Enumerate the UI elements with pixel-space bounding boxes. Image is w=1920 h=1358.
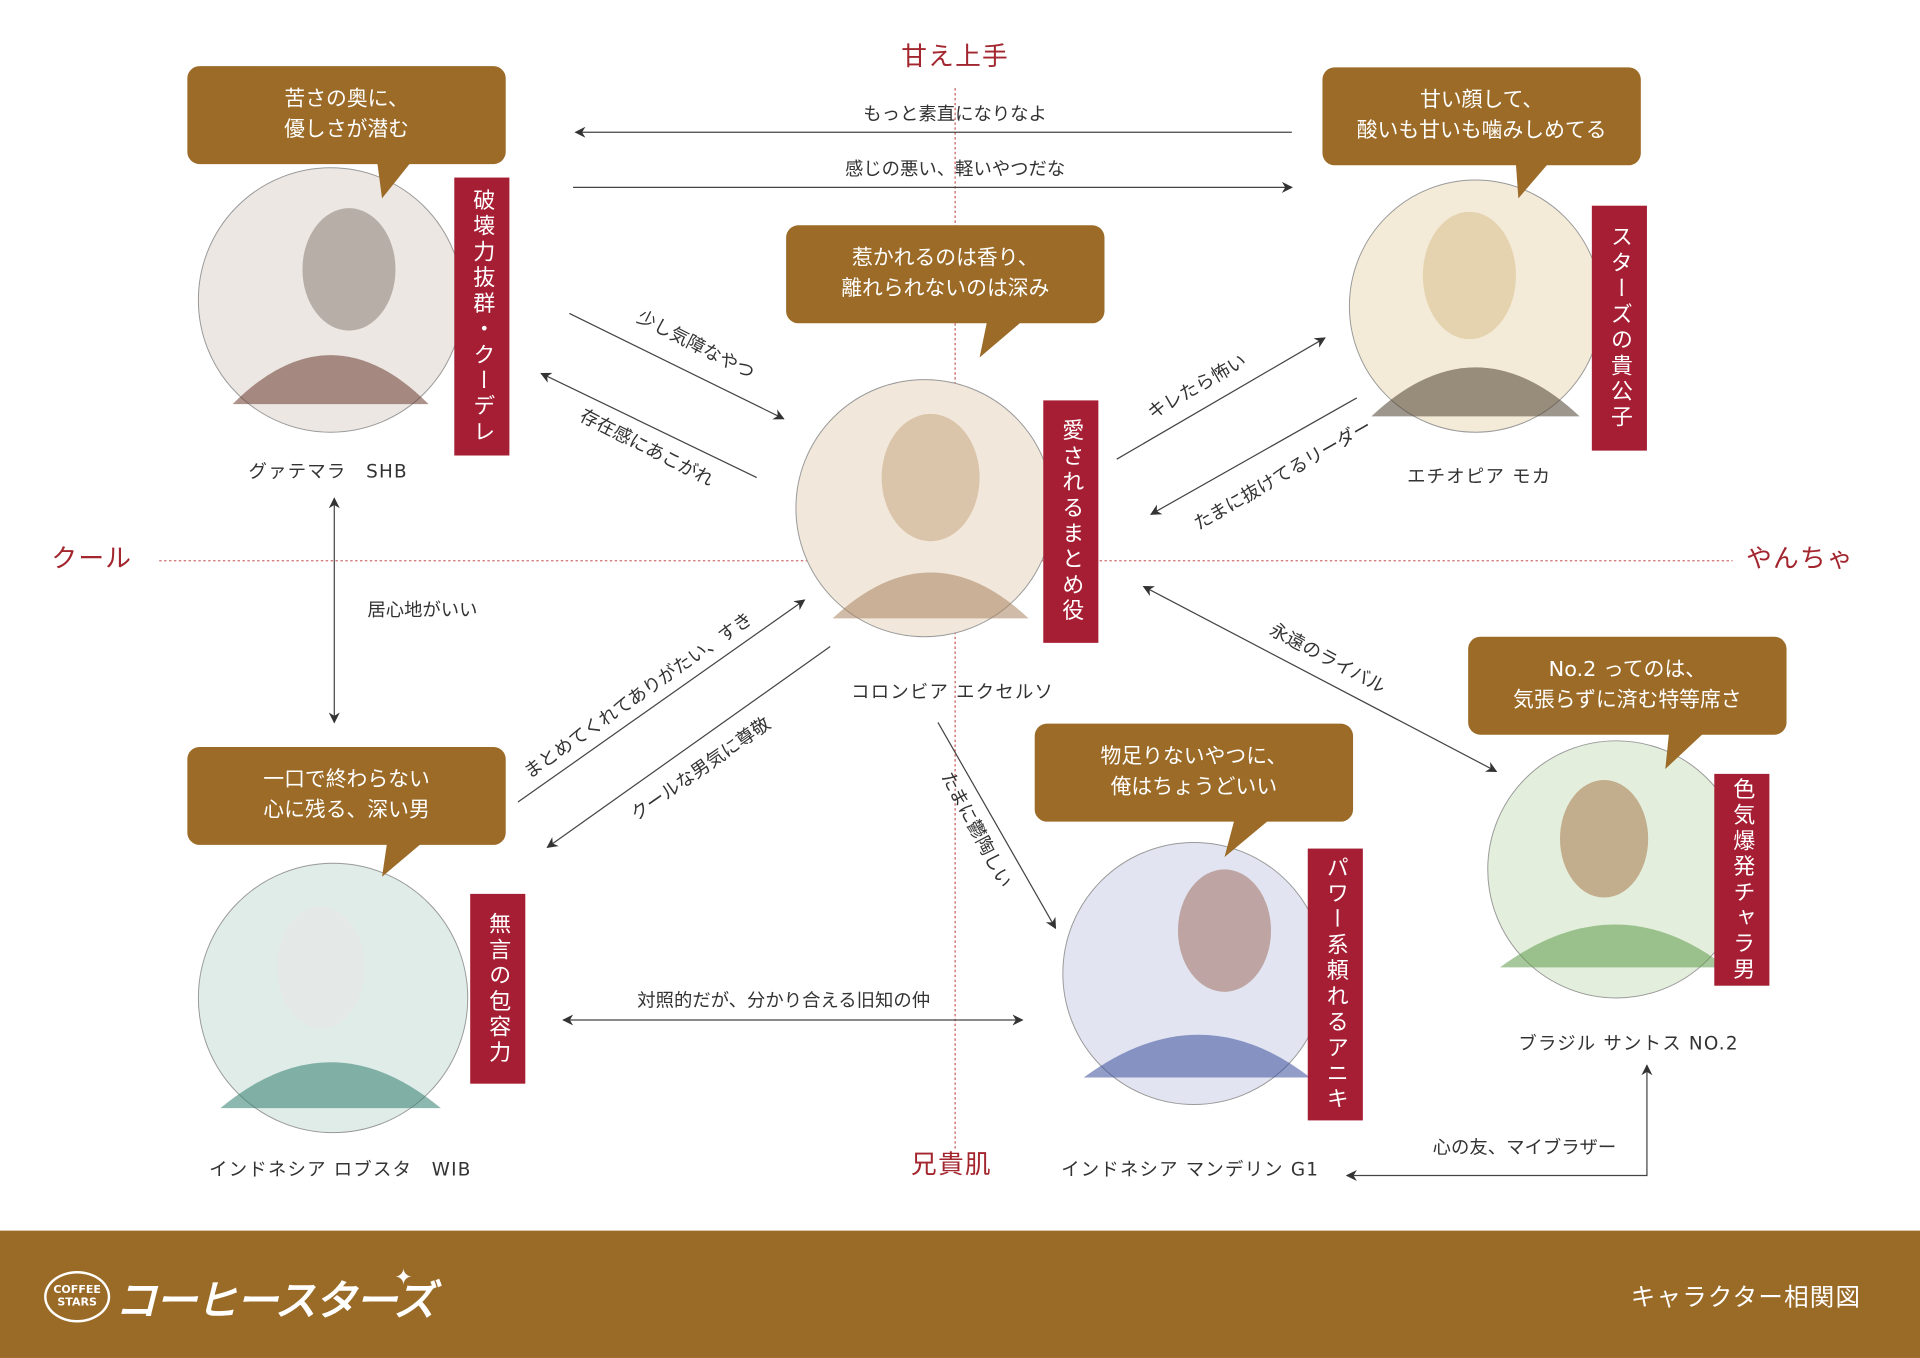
- relation-label: 感じの悪い、軽いやつだな: [845, 159, 1065, 180]
- coffee-stars-logo-badge: COFFEE STARS: [44, 1271, 111, 1323]
- trait-tag-colombia: 愛されるまとめ役: [1043, 400, 1099, 643]
- axis-label-left: クール: [51, 543, 133, 574]
- axis-label-bottom: 兄貴肌: [911, 1149, 992, 1180]
- bubble-tails: [377, 161, 1704, 877]
- bubble-line: 俺はちょうどいい: [1110, 775, 1278, 800]
- logo-badge-bottom: STARS: [57, 1296, 97, 1309]
- portraits: [197, 167, 1746, 1134]
- relation-label: 居心地がいい: [367, 600, 477, 621]
- speech-bubble-robusta: 一口で終わらない 心に残る、深い男: [187, 746, 506, 845]
- arrow-colombia-guatemala: [540, 372, 758, 479]
- bubble-line: 酸いも甘いも噛みしめてる: [1356, 118, 1607, 144]
- relation-label: たまに鬱陶しい: [937, 769, 1016, 892]
- bubble-line: 惹かれるのは香り、: [852, 246, 1039, 271]
- speech-bubble-guatemala: 苦さの奥に、 優しさが潜む: [187, 66, 506, 165]
- bubble-line: 気張らずに済む特等席さ: [1513, 688, 1742, 713]
- character-name-brazil: ブラジル サントス NO.2: [1518, 1032, 1739, 1055]
- trait-tag-ethiopia: スターズの貴公子: [1591, 205, 1647, 451]
- arrow-colombia-brazil: [1142, 585, 1498, 772]
- relation-label: 少し気障なやつ: [634, 307, 758, 384]
- bubble-line: 物足りないやつに、: [1100, 744, 1288, 769]
- arrow-colombia-robusta: [546, 646, 831, 848]
- character-name-ethiopia: エチオピア モカ: [1407, 465, 1552, 488]
- bubble-line: No.2 ってのは、: [1548, 657, 1707, 683]
- bubble-line: 心に残る、深い男: [263, 798, 430, 823]
- footer-bar: COFFEE STARS コーヒースターズ ✦ キャラクター相関図: [0, 1230, 1920, 1358]
- arrow-ethiopia-colombia: [1150, 397, 1358, 515]
- logo-text: コーヒースターズ: [115, 1277, 435, 1327]
- sparkle-icon: ✦: [394, 1264, 413, 1291]
- bubble-line: 甘い顔して、: [1420, 88, 1544, 113]
- bubble-line: 離れられないのは深み: [841, 276, 1050, 302]
- arrow-robusta-colombia: [517, 599, 806, 803]
- trait-tag-robusta: 無言の包容力: [470, 893, 526, 1084]
- arrow-guatemala-colombia: [569, 312, 785, 420]
- bubble-line: 苦さの奥に、: [284, 86, 409, 112]
- character-name-guatemala: グァテマラ SHB: [248, 460, 408, 483]
- relation-label: もっと素直になりなよ: [863, 104, 1047, 125]
- arrow-brazil-mandheling: [1345, 1064, 1653, 1182]
- speech-bubble-ethiopia: 甘い顔して、 酸いも甘いも噛みしめてる: [1322, 67, 1641, 166]
- speech-bubble-colombia: 惹かれるのは香り、 離れられないのは深み: [786, 225, 1105, 324]
- character-name-robusta: インドネシア ロブスタ WIB: [209, 1158, 472, 1181]
- character-name-colombia: コロンビア エクセルソ: [851, 680, 1055, 703]
- relation-label: 心の友、マイブラザー: [1433, 1136, 1617, 1158]
- axis-label-right: やんちゃ: [1746, 543, 1854, 574]
- relation-label: クールな男気に尊敬: [627, 713, 774, 825]
- relation-label: 対照的だが、分かり合える旧知の仲: [637, 991, 930, 1012]
- bubble-line: 一口で終わらない: [263, 767, 430, 793]
- relation-arrows: [328, 126, 1653, 1182]
- footer-title: キャラクター相関図: [1630, 1282, 1862, 1312]
- relation-label: 永遠のライバル: [1266, 619, 1389, 698]
- trait-tag-guatemala: 破壊力抜群・クーデレ: [454, 177, 510, 456]
- bubble-line: 優しさが潜む: [284, 117, 409, 143]
- logo-badge-top: COFFEE: [53, 1284, 101, 1297]
- speech-bubble-mandheling: 物足りないやつに、 俺はちょうどいい: [1034, 723, 1354, 822]
- relation-label: たまに抜けてるリーダー: [1191, 416, 1376, 535]
- arrow-colombia-mandheling: [937, 722, 1057, 930]
- character-name-mandheling: インドネシア マンデリン G1: [1061, 1158, 1320, 1181]
- speech-bubble-brazil: No.2 ってのは、 気張らずに済む特等席さ: [1468, 636, 1787, 735]
- arrow-colombia-ethiopia: [1116, 337, 1326, 460]
- axis-label-top: 甘え上手: [901, 41, 1009, 72]
- trait-tag-mandheling: パワー系頼れるアニキ: [1307, 848, 1363, 1121]
- trait-tag-brazil: 色気爆発チャラ男: [1714, 773, 1770, 986]
